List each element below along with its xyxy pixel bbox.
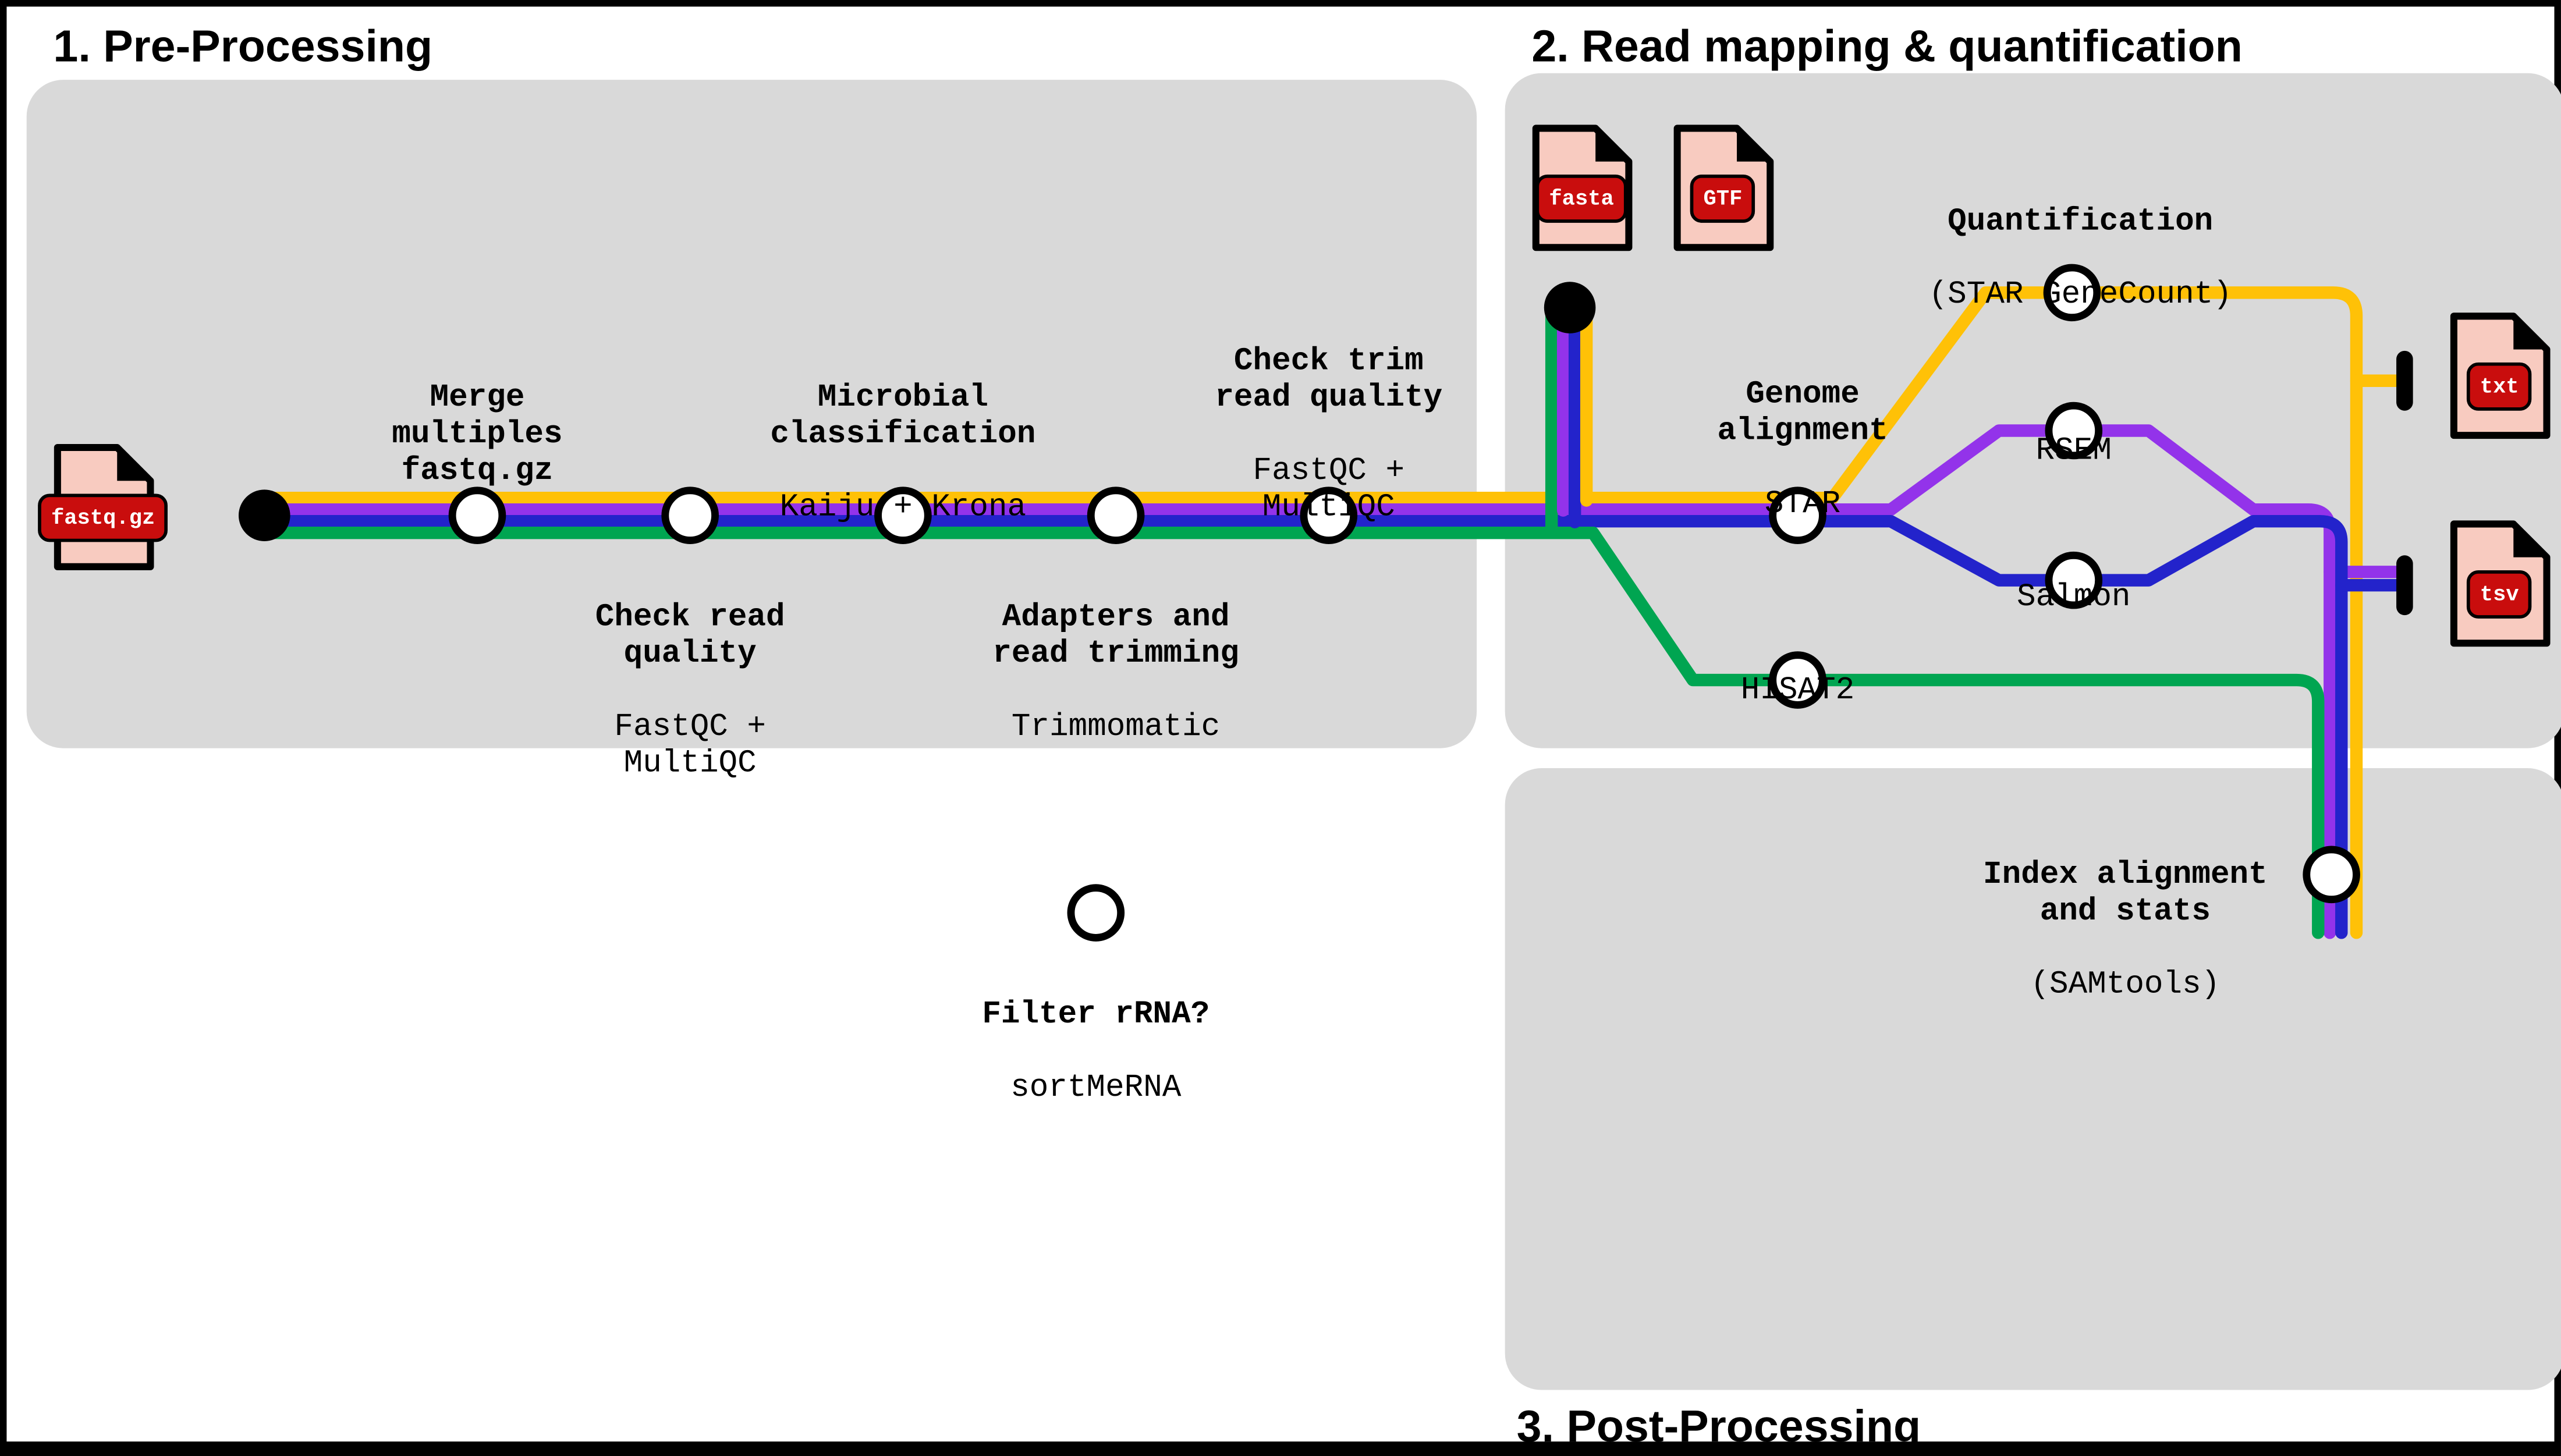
station-merge (448, 486, 506, 544)
station-label-read-qc: Check read quality FastQC + MultiQC (595, 598, 785, 782)
station-quant (2043, 264, 2101, 322)
file-fold-icon (1737, 128, 1771, 162)
file-fold-icon (1595, 128, 1629, 162)
fastq-file-badge: fastq.gz (38, 493, 169, 542)
terminator-tsv (2396, 555, 2413, 616)
station-label-microbial: Microbial classification Kaiju + Krona (770, 379, 1036, 525)
station-label-filter-rrna: Filter rRNA? sortMeRNA (982, 996, 1210, 1106)
station-label-quant: Quantification (STAR GeneCount) (1928, 203, 2232, 313)
fastq-file-icon: fastq.gz (38, 442, 169, 572)
metro-map-canvas (238, 264, 2413, 942)
section-title-pre-processing: 1. Pre-Processing (53, 22, 433, 72)
line-star-genecount-main (258, 286, 2363, 939)
line-hisat2-main (258, 526, 2325, 939)
file-fold-icon (2513, 524, 2547, 557)
station-samtools (2303, 846, 2360, 904)
station-filter-rrna (1067, 884, 1125, 942)
gtf-file-badge: GTF (1690, 174, 1756, 223)
station-align-star (1769, 486, 1826, 544)
station-label-hisat2: HISAT2 (1740, 672, 1855, 709)
station-salmon (2045, 551, 2103, 609)
txt-file-badge: txt (2466, 362, 2532, 411)
station-label-merge: Merge multiples fastq.gz (392, 379, 563, 489)
txt-file-icon: txt (2446, 311, 2553, 441)
tsv-file-badge: tsv (2466, 570, 2532, 619)
station-hisat2 (1769, 651, 1826, 709)
section-title-post-processing: 3. Post-Processing (1516, 1401, 1921, 1452)
fasta-file-icon: fasta (1528, 123, 1635, 253)
station-label-salmon: Salmon (2017, 578, 2131, 616)
station-read-qc (661, 486, 719, 544)
line-salmon-main (258, 514, 2348, 939)
terminator-txt (2396, 350, 2413, 411)
station-label-align-star: Genome alignment STAR (1717, 375, 1888, 523)
station-label-trim-qc: Check trim read quality FastQC + MultiQC (1215, 342, 1443, 525)
station-label-samtools: Index alignment and stats (SAMtools) (1983, 856, 2268, 1003)
start-dot-reads (238, 489, 290, 541)
panel-post-processing (1505, 768, 2561, 1390)
station-rsem (2045, 402, 2103, 460)
fasta-file-badge: fasta (1535, 174, 1627, 223)
section-title-read-mapping: 2. Read mapping & quantification (1531, 22, 2243, 72)
station-label-rsem: RSEM (2035, 432, 2112, 469)
station-trim (1087, 486, 1145, 544)
station-microbial (874, 486, 932, 544)
file-fold-icon (2513, 316, 2547, 350)
gtf-file-icon: GTF (1670, 123, 1776, 253)
station-label-trim: Adapters and read trimming Trimmomatic (992, 598, 1239, 745)
start-dot-reference (1544, 282, 1596, 333)
station-trim-qc (1300, 486, 1358, 544)
tsv-file-icon: tsv (2446, 519, 2553, 648)
panel-pre-processing (26, 80, 1477, 748)
